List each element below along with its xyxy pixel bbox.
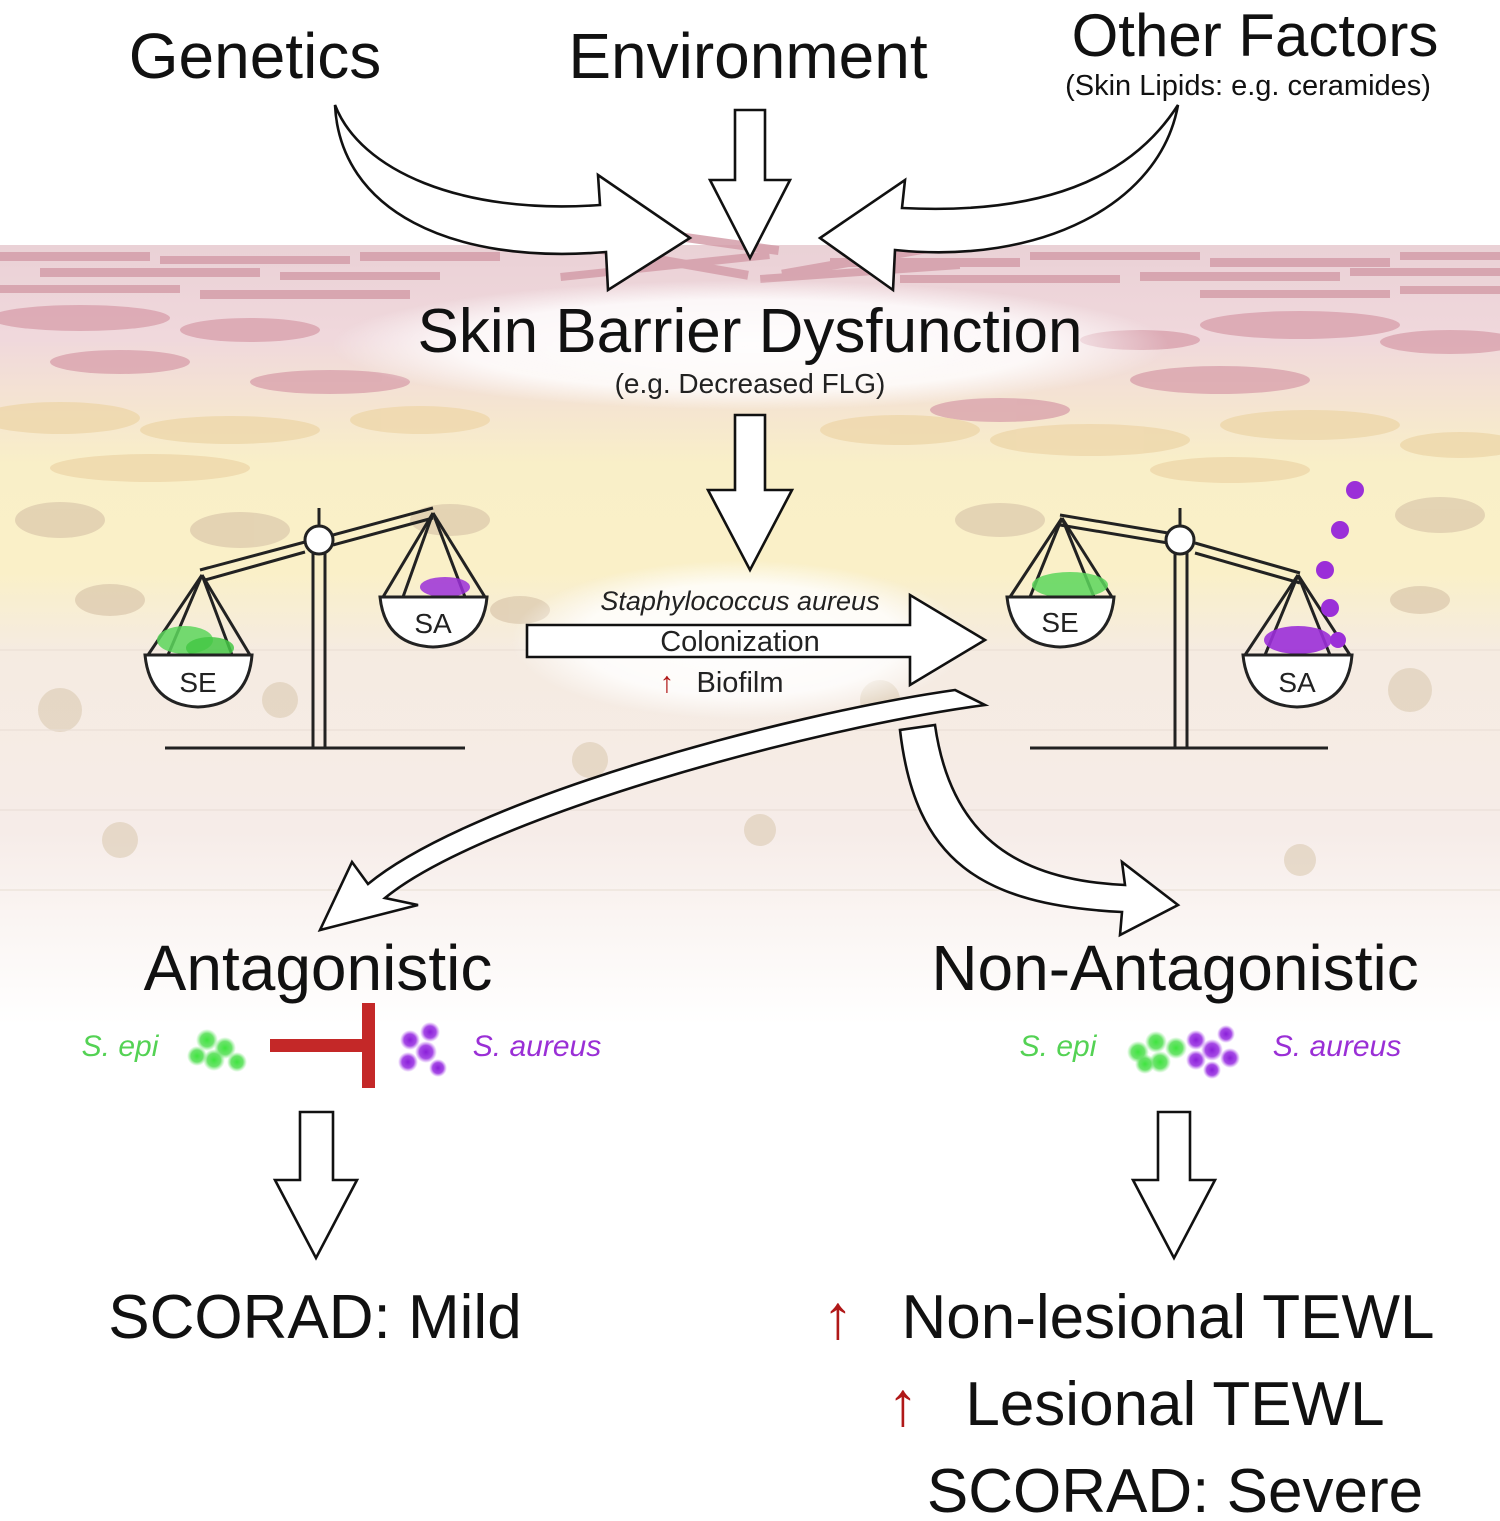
s-epi-cluster-left <box>187 1029 247 1072</box>
s-aureus-cluster-left <box>398 1022 447 1077</box>
antagonistic-outcome: SCORAD: Mild <box>108 1283 521 1352</box>
mixed-cluster-right <box>1127 1025 1240 1079</box>
arrow-non-antagonistic-down <box>1130 1110 1218 1261</box>
left-se-pan-label: SE <box>179 667 216 698</box>
left-sa-pan-label: SA <box>414 608 452 639</box>
arrow-genetics <box>333 104 693 293</box>
factor-other: Other Factors <box>1072 2 1439 69</box>
arrow-antagonistic-down <box>272 1110 360 1261</box>
biofilm-label: Biofilm <box>696 667 783 699</box>
title-glow <box>330 280 1170 410</box>
sa-bacterium <box>1321 599 1339 617</box>
lesional-up-arrow: ↑ <box>888 1370 919 1439</box>
arrow-colonization <box>525 592 988 688</box>
arrow-to-non-antagonistic <box>898 723 1181 938</box>
factor-genetics: Genetics <box>129 20 382 92</box>
non-antagonistic-s-aureus-label: S. aureus <box>1273 1030 1401 1063</box>
sa-bacterium <box>1331 521 1349 539</box>
outcome-lesional-tewl: Lesional TEWL <box>965 1370 1384 1439</box>
left-balance-scale: SE SA <box>143 506 489 750</box>
antagonistic-title: Antagonistic <box>144 932 493 1004</box>
non-antagonistic-title: Non-Antagonistic <box>931 932 1418 1004</box>
non-lesional-up-arrow: ↑ <box>823 1283 854 1352</box>
right-sa-pan-label: SA <box>1278 667 1316 698</box>
barrier-subtitle: (e.g. Decreased FLG) <box>615 368 886 399</box>
arrow-to-antagonistic <box>317 688 990 932</box>
factor-environment: Environment <box>568 20 928 92</box>
colonization-species: Staphylococcus aureus <box>600 586 879 616</box>
biofilm-up-arrow: ↑ <box>660 667 675 699</box>
non-antagonistic-s-epi-label: S. epi <box>1020 1030 1098 1063</box>
colonization-label: Colonization <box>660 626 820 658</box>
sa-bacterium <box>1346 481 1364 499</box>
arrow-environment <box>707 108 793 261</box>
outcome-non-lesional-tewl: Non-lesional TEWL <box>902 1283 1435 1352</box>
sa-bacterium <box>1316 561 1334 579</box>
barrier-title: Skin Barrier Dysfunction <box>417 297 1082 366</box>
factor-other-subtitle: (Skin Lipids: e.g. ceramides) <box>1065 70 1431 102</box>
right-balance-scale: SE SA <box>1005 481 1364 750</box>
right-se-pan-label: SE <box>1041 607 1078 638</box>
arrow-other <box>817 104 1180 293</box>
outcome-scorad-severe: SCORAD: Severe <box>927 1457 1423 1521</box>
sa-bacterium <box>1330 632 1346 648</box>
antagonistic-s-aureus-label: S. aureus <box>473 1030 601 1063</box>
inhibition-symbol <box>270 1003 375 1088</box>
arrow-barrier-down <box>705 413 795 573</box>
antagonistic-s-epi-label: S. epi <box>82 1030 160 1063</box>
